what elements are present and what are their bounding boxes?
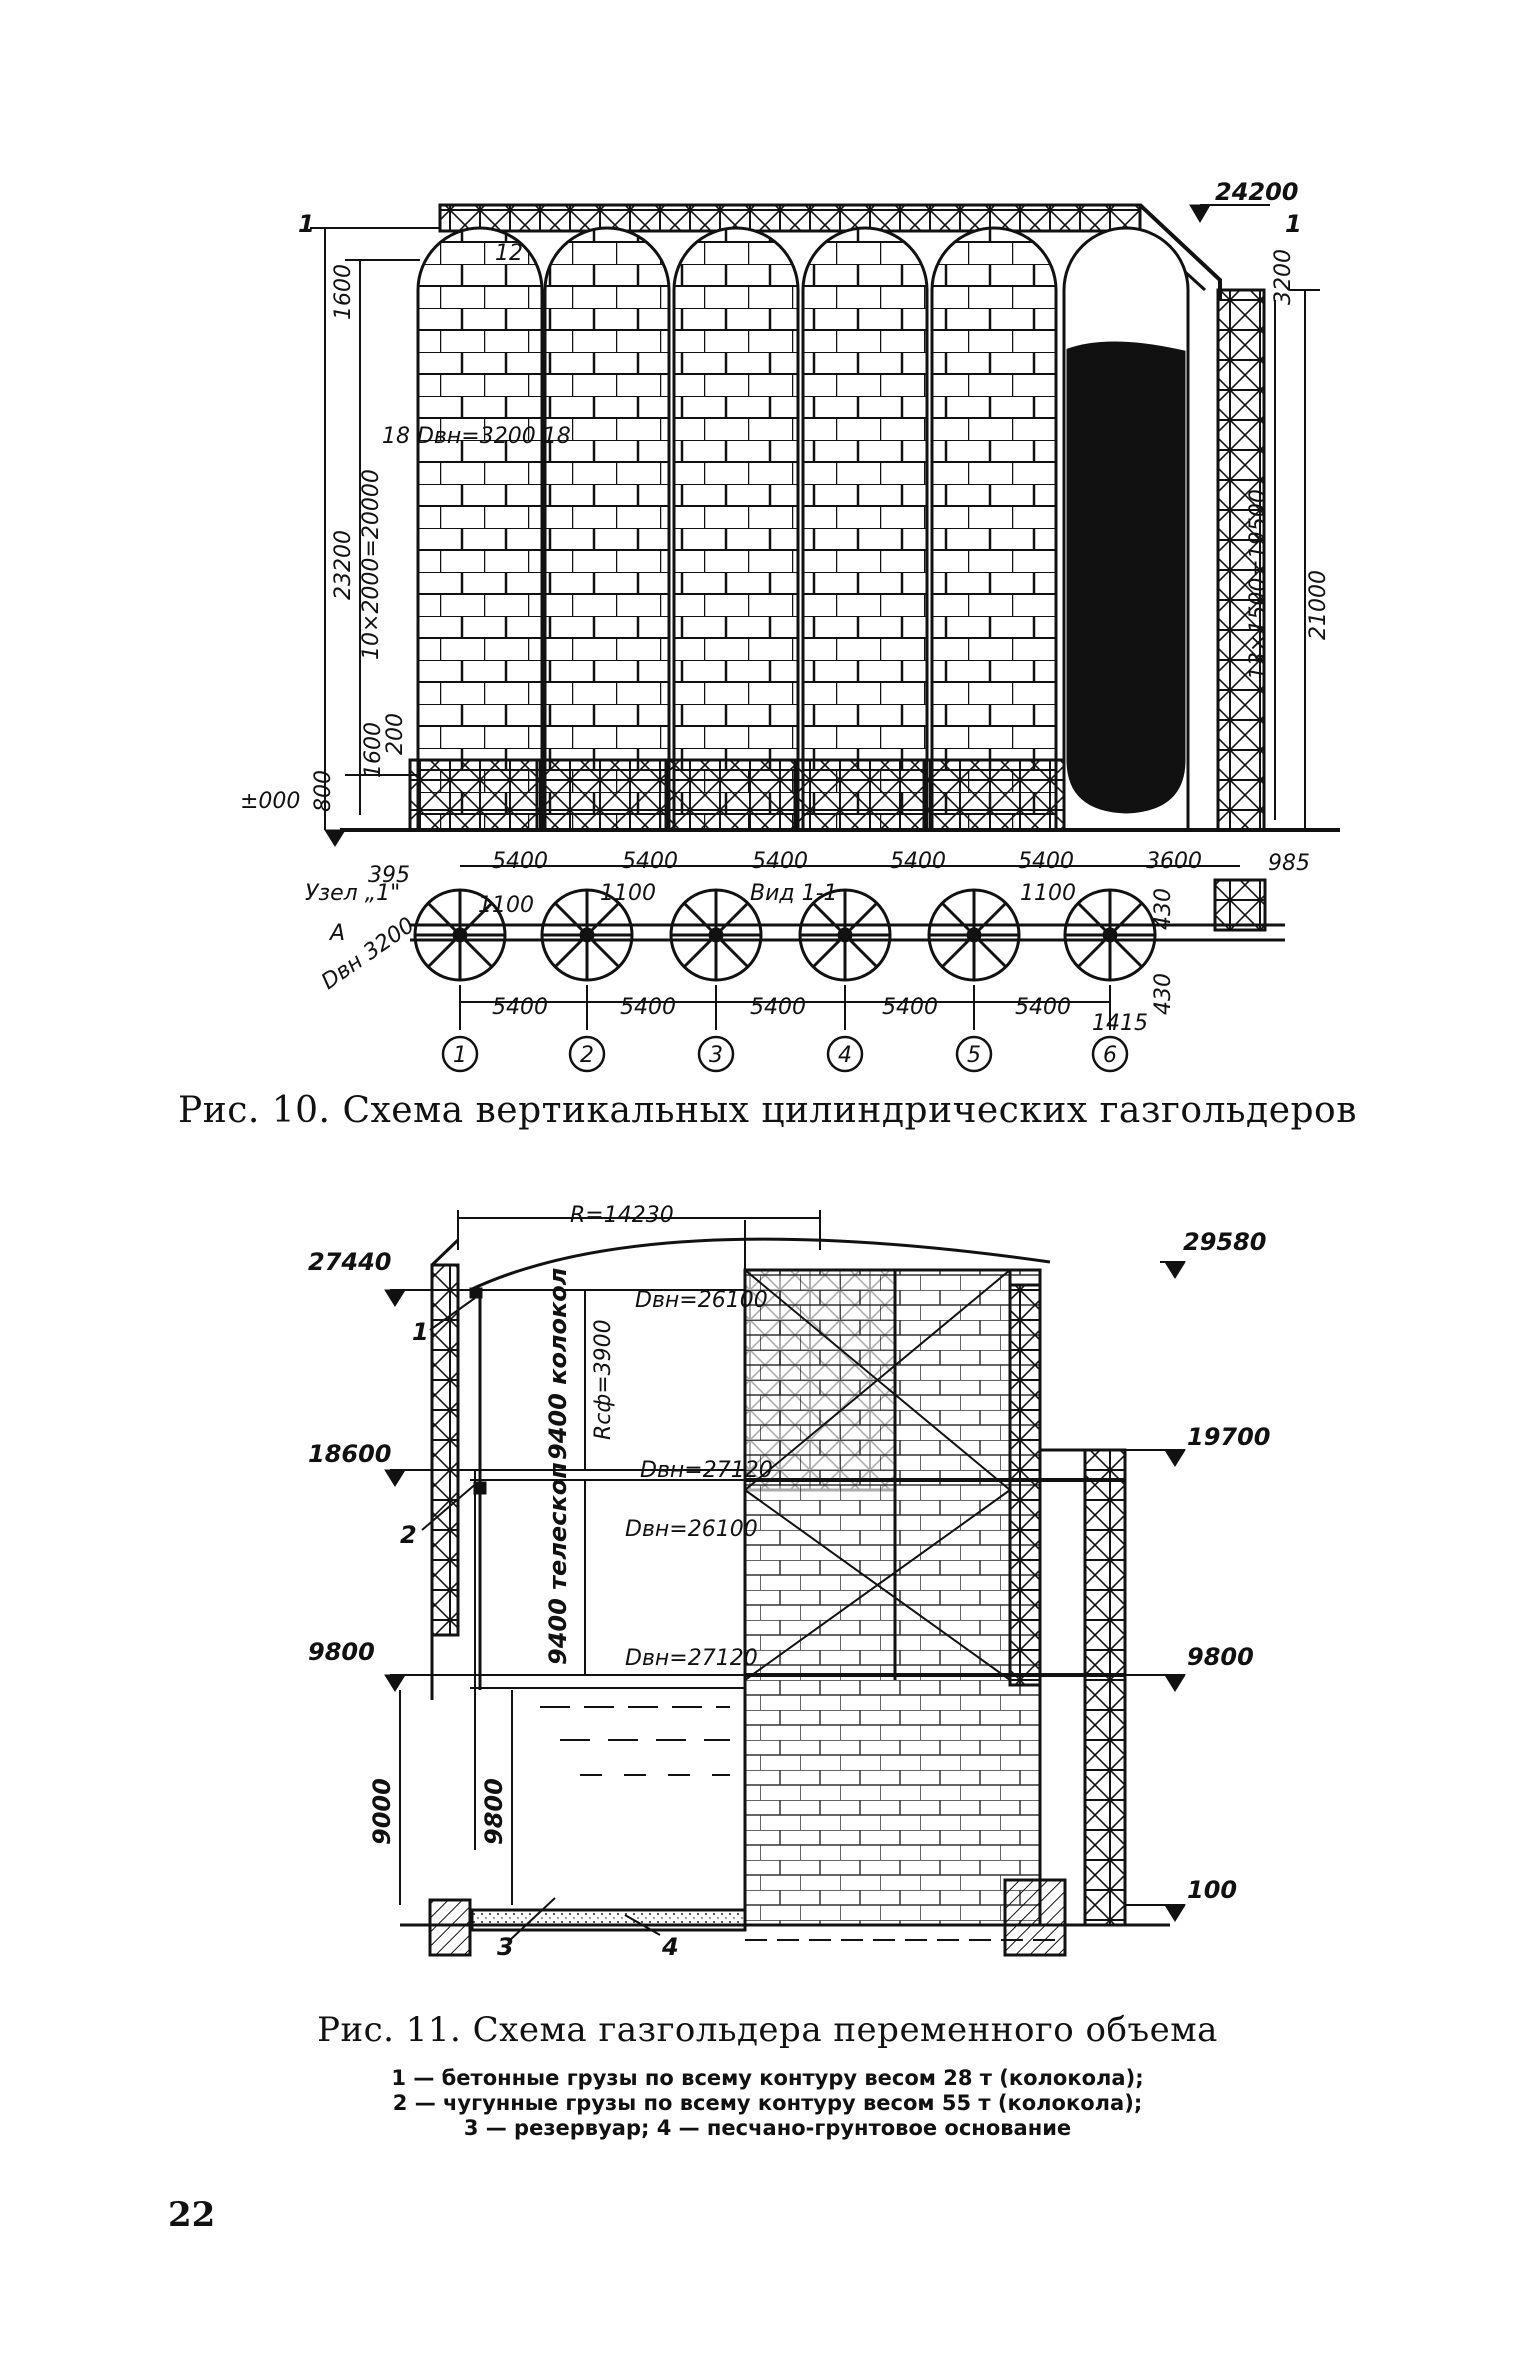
depth-dim-2: 9800 — [480, 1778, 508, 1845]
plan-tank-3 — [669, 888, 763, 982]
spacing-bottom-1: 5400 — [492, 995, 548, 1020]
small-dim-3: 1100 — [600, 881, 656, 906]
figure-11-caption: Рис. 11. Схема газгольдера переменного о… — [317, 2010, 1218, 2050]
spacing-top-6: 3600 — [1146, 849, 1202, 874]
level-left-2: 18600 — [308, 1440, 392, 1468]
diameter-2: Dвн=27120 — [640, 1458, 773, 1483]
dim-left-2: 23200 — [331, 530, 356, 600]
small-dim-6: 430 — [1151, 888, 1176, 930]
small-dim-1: 395 — [368, 863, 410, 888]
dim-left-5: 800 — [311, 770, 336, 812]
plan-label-a: A — [328, 921, 345, 946]
spacing-top-3: 5400 — [752, 849, 808, 874]
spacing-bottom-5: 5400 — [1015, 995, 1071, 1020]
spacing-bottom-4: 5400 — [882, 995, 938, 1020]
level-right-3: 9800 — [1187, 1643, 1254, 1671]
spacing-top-4: 5400 — [890, 849, 946, 874]
tank-3 — [664, 226, 808, 832]
level-right-2: 19700 — [1187, 1423, 1271, 1451]
section-mark-right: 1 — [1285, 210, 1302, 238]
axis-number-4: 4 — [838, 1043, 852, 1068]
top-level-label: 24200 — [1215, 178, 1299, 206]
axis-number-2: 2 — [580, 1043, 594, 1068]
spacing-bottom-2: 5400 — [620, 995, 676, 1020]
dim-left-3: 10×2000=20000 — [359, 469, 384, 660]
diameter-1: Dвн=26100 — [635, 1288, 768, 1313]
dim-left-6: 200 — [383, 713, 408, 755]
small-dim-5: 985 — [1268, 851, 1310, 876]
legend-line-1: 1 — бетонные грузы по всему контуру весо… — [391, 2066, 1144, 2090]
tank-6-section — [1062, 226, 1190, 830]
small-dim-4: 1100 — [1020, 881, 1076, 906]
axis-number-3: 3 — [709, 1043, 723, 1068]
diameter-4: Dвн=27120 — [625, 1646, 758, 1671]
node-label: Узел „1" — [305, 881, 400, 906]
telescope-label: 9400 телескоп — [544, 1462, 572, 1665]
legend-line-2: 2 — чугунные грузы по всему контуру весо… — [392, 2091, 1143, 2115]
tank-2 — [535, 226, 679, 832]
spacing-top-2: 5400 — [622, 849, 678, 874]
depth-dim-1: 9000 — [368, 1778, 396, 1845]
left-foundation — [428, 1898, 472, 1957]
spacing-top-5: 5400 — [1018, 849, 1074, 874]
dim-left-1: 1600 — [331, 264, 356, 320]
figure-11-labels: R=14230 27440 18600 9800 29580 19700 980… — [308, 1203, 1271, 1961]
view-label: Вид 1-1 — [750, 881, 838, 906]
dim-right-1: 3200 — [1271, 249, 1296, 305]
radius-label: R=14230 — [570, 1203, 674, 1228]
level-left-3: 9800 — [308, 1638, 375, 1666]
tank-1 — [408, 226, 552, 832]
zero-level-label: ±000 — [240, 789, 300, 814]
small-dim-8: 1415 — [1092, 1011, 1148, 1036]
top-gallery — [438, 203, 1142, 233]
figure-11-section — [384, 1210, 1186, 1957]
plan-tank-2 — [540, 888, 634, 982]
tank-5 — [922, 226, 1066, 832]
bell-radius: Rсф=3900 — [591, 1319, 616, 1440]
wall-thickness-label: 12 — [495, 241, 523, 266]
spacing-top-1: 5400 — [492, 849, 548, 874]
sand-base — [470, 1908, 747, 1932]
figure-10-caption: Рис. 10. Схема вертикальных цилиндрическ… — [177, 1090, 1357, 1131]
plan-tank-4 — [798, 888, 892, 982]
tank-diameter-label: 18 Dвн=3200 18 — [382, 424, 571, 449]
callout-4: 4 — [661, 1933, 679, 1961]
dim-left-4: 1600 — [361, 722, 386, 778]
dim-right-3: 13×1500=19500 — [1246, 489, 1271, 680]
right-foundation — [1003, 1878, 1067, 1957]
level-right-1: 29580 — [1183, 1228, 1267, 1256]
stair-tower — [1216, 288, 1266, 832]
plan-tank-6 — [1063, 888, 1157, 982]
plan-stair — [1213, 878, 1267, 932]
level-left-1: 27440 — [308, 1248, 392, 1276]
legend-line-3: 3 — резервуар; 4 — песчано-грунтовое осн… — [463, 2116, 1072, 2140]
axis-number-6: 6 — [1103, 1043, 1117, 1068]
bell-label: 9400 колокол — [544, 1268, 572, 1460]
figure-10-labels: 24200 1 1 ±000 18 Dвн=3200 18 12 1600 23… — [240, 178, 1331, 1068]
plan-tank-1 — [413, 888, 507, 982]
spacing-bottom-3: 5400 — [750, 995, 806, 1020]
diameter-3: Dвн=26100 — [625, 1517, 758, 1542]
callout-1: 1 — [412, 1318, 429, 1346]
level-right-4: 100 — [1187, 1876, 1237, 1904]
section-mark-left: 1 — [298, 210, 315, 238]
callout-3: 3 — [497, 1933, 514, 1961]
dim-right-2: 21000 — [1306, 570, 1331, 640]
axis-number-5: 5 — [967, 1043, 981, 1068]
figure-10-plan — [410, 865, 1285, 1073]
tank-4 — [793, 226, 937, 832]
axis-number-1: 1 — [453, 1043, 467, 1068]
callout-2: 2 — [400, 1521, 417, 1549]
page-number: 22 — [168, 2195, 216, 2235]
figure-10-elevation — [310, 203, 1340, 847]
small-dim-7: 430 — [1151, 973, 1176, 1015]
plan-tank-5 — [927, 888, 1021, 982]
small-dim-2: 1100 — [478, 893, 534, 918]
